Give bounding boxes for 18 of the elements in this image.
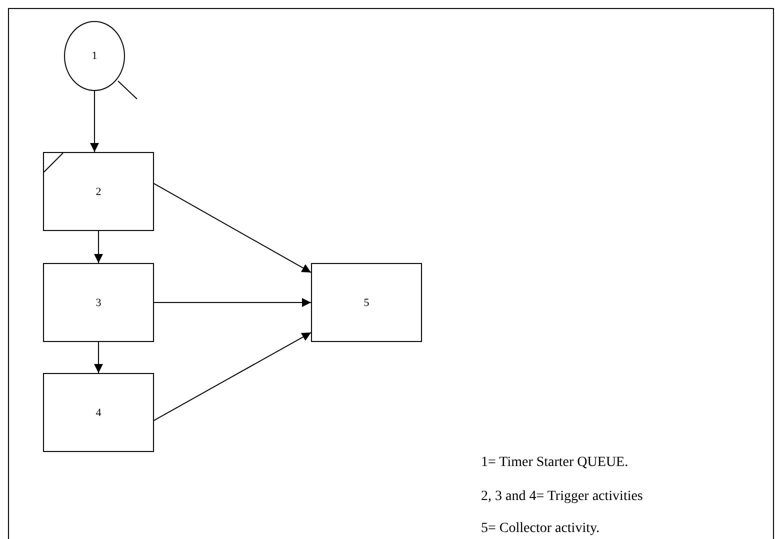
legend-note: 2, 3 and 4= Trigger activities xyxy=(481,489,643,505)
legend-note: 5= Collector activity. xyxy=(481,521,600,537)
node-label: 4 xyxy=(96,406,102,418)
legend-note: 1= Timer Starter QUEUE. xyxy=(481,455,628,471)
activity-box xyxy=(43,263,154,342)
arrow xyxy=(154,332,312,421)
arrow xyxy=(94,342,103,374)
arrow xyxy=(154,183,312,273)
node-label: 3 xyxy=(96,296,102,308)
activity-box xyxy=(43,152,154,231)
arrow xyxy=(154,298,312,307)
node-label: 2 xyxy=(96,186,102,198)
arrow xyxy=(94,230,103,264)
node-label: 1 xyxy=(92,50,98,62)
activity-box xyxy=(311,263,422,342)
arrow xyxy=(90,90,99,152)
activity-box xyxy=(43,373,154,452)
node-label: 5 xyxy=(364,296,370,308)
